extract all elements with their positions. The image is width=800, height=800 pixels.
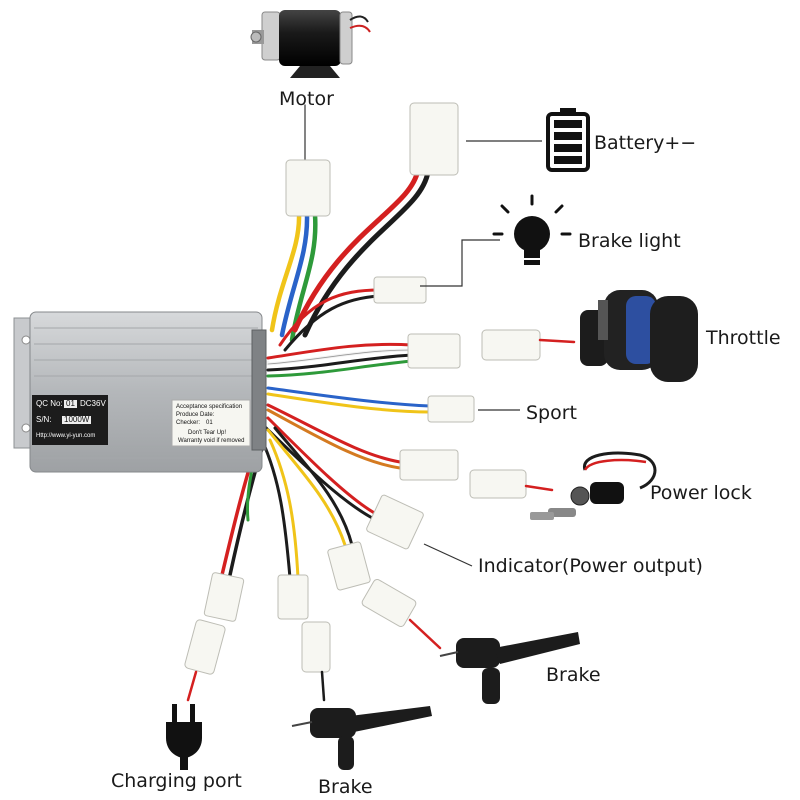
indicator-connector — [366, 494, 424, 550]
voltage-label: DC36V — [80, 399, 106, 408]
qc-no-value: 01 — [64, 399, 77, 408]
indicator-label: Indicator(Power output) — [478, 555, 703, 577]
brake-right-label: Brake — [546, 664, 601, 686]
brake-lever-right-image — [439, 632, 580, 704]
throttle-connector — [407, 333, 461, 369]
charging-connector — [203, 572, 245, 622]
brake-right-plug — [361, 578, 417, 628]
sn-value: 1000W — [62, 415, 92, 424]
brake-lever-bottom-image — [291, 706, 432, 770]
power-lock-connector — [399, 449, 459, 481]
qc-no-label: QC No: — [36, 399, 63, 408]
connectors — [184, 102, 541, 675]
battery-icon — [546, 108, 590, 172]
throttle-grip-image — [580, 290, 698, 382]
produce-date-label: Produce Date: — [176, 412, 215, 418]
wire-harness — [220, 104, 432, 580]
sport-label: Sport — [526, 402, 578, 424]
url-label: Http://www.yi-yun.com — [36, 433, 96, 439]
brake-right-connector — [327, 541, 371, 591]
brake-light-label: Brake light — [578, 230, 681, 252]
warning-line1: Don't Tear Up! — [188, 430, 227, 436]
brake-bottom-plug — [301, 621, 331, 673]
battery-label: Battery+− — [594, 132, 697, 154]
throttle-label: Throttle — [706, 327, 781, 349]
battery-connector — [409, 102, 459, 176]
power-lock-label: Power lock — [650, 482, 752, 504]
throttle-plug — [481, 329, 541, 361]
brake-bottom-connector — [277, 574, 309, 620]
charging-port-label: Charging port — [111, 770, 242, 792]
brake-light-connector — [373, 276, 427, 304]
plug-leads — [186, 338, 576, 702]
warning-line2: Warranty void if removed — [178, 438, 245, 444]
power-lock-image — [530, 451, 657, 520]
checker-value: 01 — [206, 420, 213, 426]
motor-label: Motor — [279, 88, 334, 110]
sn-label: S/N: — [36, 415, 52, 424]
lightbulb-icon — [492, 194, 572, 265]
acceptance-label: Acceptance specification — [176, 404, 243, 410]
motor-image — [250, 10, 371, 78]
power-plug-icon — [166, 704, 202, 770]
charging-plug — [184, 619, 226, 675]
motor-connector — [285, 159, 331, 217]
power-lock-plug — [469, 469, 527, 499]
brake-bottom-label: Brake — [318, 776, 373, 798]
sport-connector — [427, 395, 475, 423]
controller-box — [13, 311, 267, 473]
leader-lines — [420, 140, 542, 567]
checker-label: Checker: — [176, 420, 201, 426]
